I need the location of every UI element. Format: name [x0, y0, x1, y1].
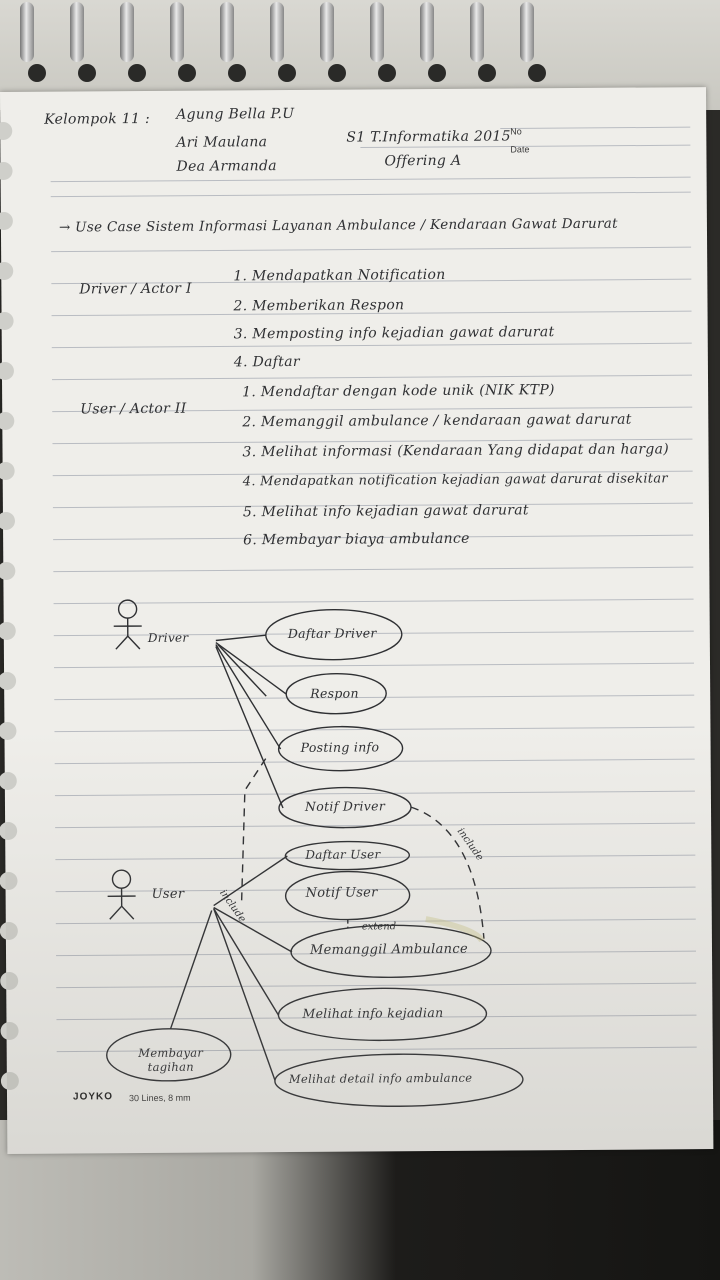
relation-label-include: include	[455, 826, 486, 863]
usecase-label: Notif User	[305, 885, 378, 901]
usecase-label: Daftar User	[305, 847, 381, 862]
usecase-ellipse	[106, 1028, 232, 1082]
paper-spec: 30 Lines, 8 mm	[128, 1092, 191, 1104]
actor-user-label: User	[151, 886, 185, 902]
usecase-label: Memanggil Ambulance	[309, 941, 468, 958]
driver-actor-icon	[113, 599, 142, 650]
use-case-diagram: include include extend	[106, 599, 524, 1107]
usecase-label: Notif Driver	[304, 798, 386, 814]
relation-label-extend: extend	[362, 921, 396, 932]
notebook-page: Kelompok 11 : Agung Bella P.U Ari Maulan…	[0, 87, 714, 1154]
usecase-label: Respon	[310, 685, 359, 701]
usecase-label: Melihat info kejadian	[302, 1004, 444, 1021]
usecase-ellipse	[277, 725, 404, 772]
brand-logo: JOYKO	[72, 1091, 114, 1103]
usecase-ellipse	[284, 840, 411, 871]
usecase-label: Melihat detail info ambulance	[288, 1070, 473, 1087]
usecase-ellipse	[274, 1053, 524, 1107]
usecase-label: Membayar tagihan	[138, 1045, 204, 1074]
actor-driver-label: Driver	[147, 630, 189, 645]
usecase-label: Posting info	[300, 739, 380, 755]
user-actor-icon	[107, 869, 136, 920]
usecase-label: Daftar Driver	[287, 625, 377, 642]
